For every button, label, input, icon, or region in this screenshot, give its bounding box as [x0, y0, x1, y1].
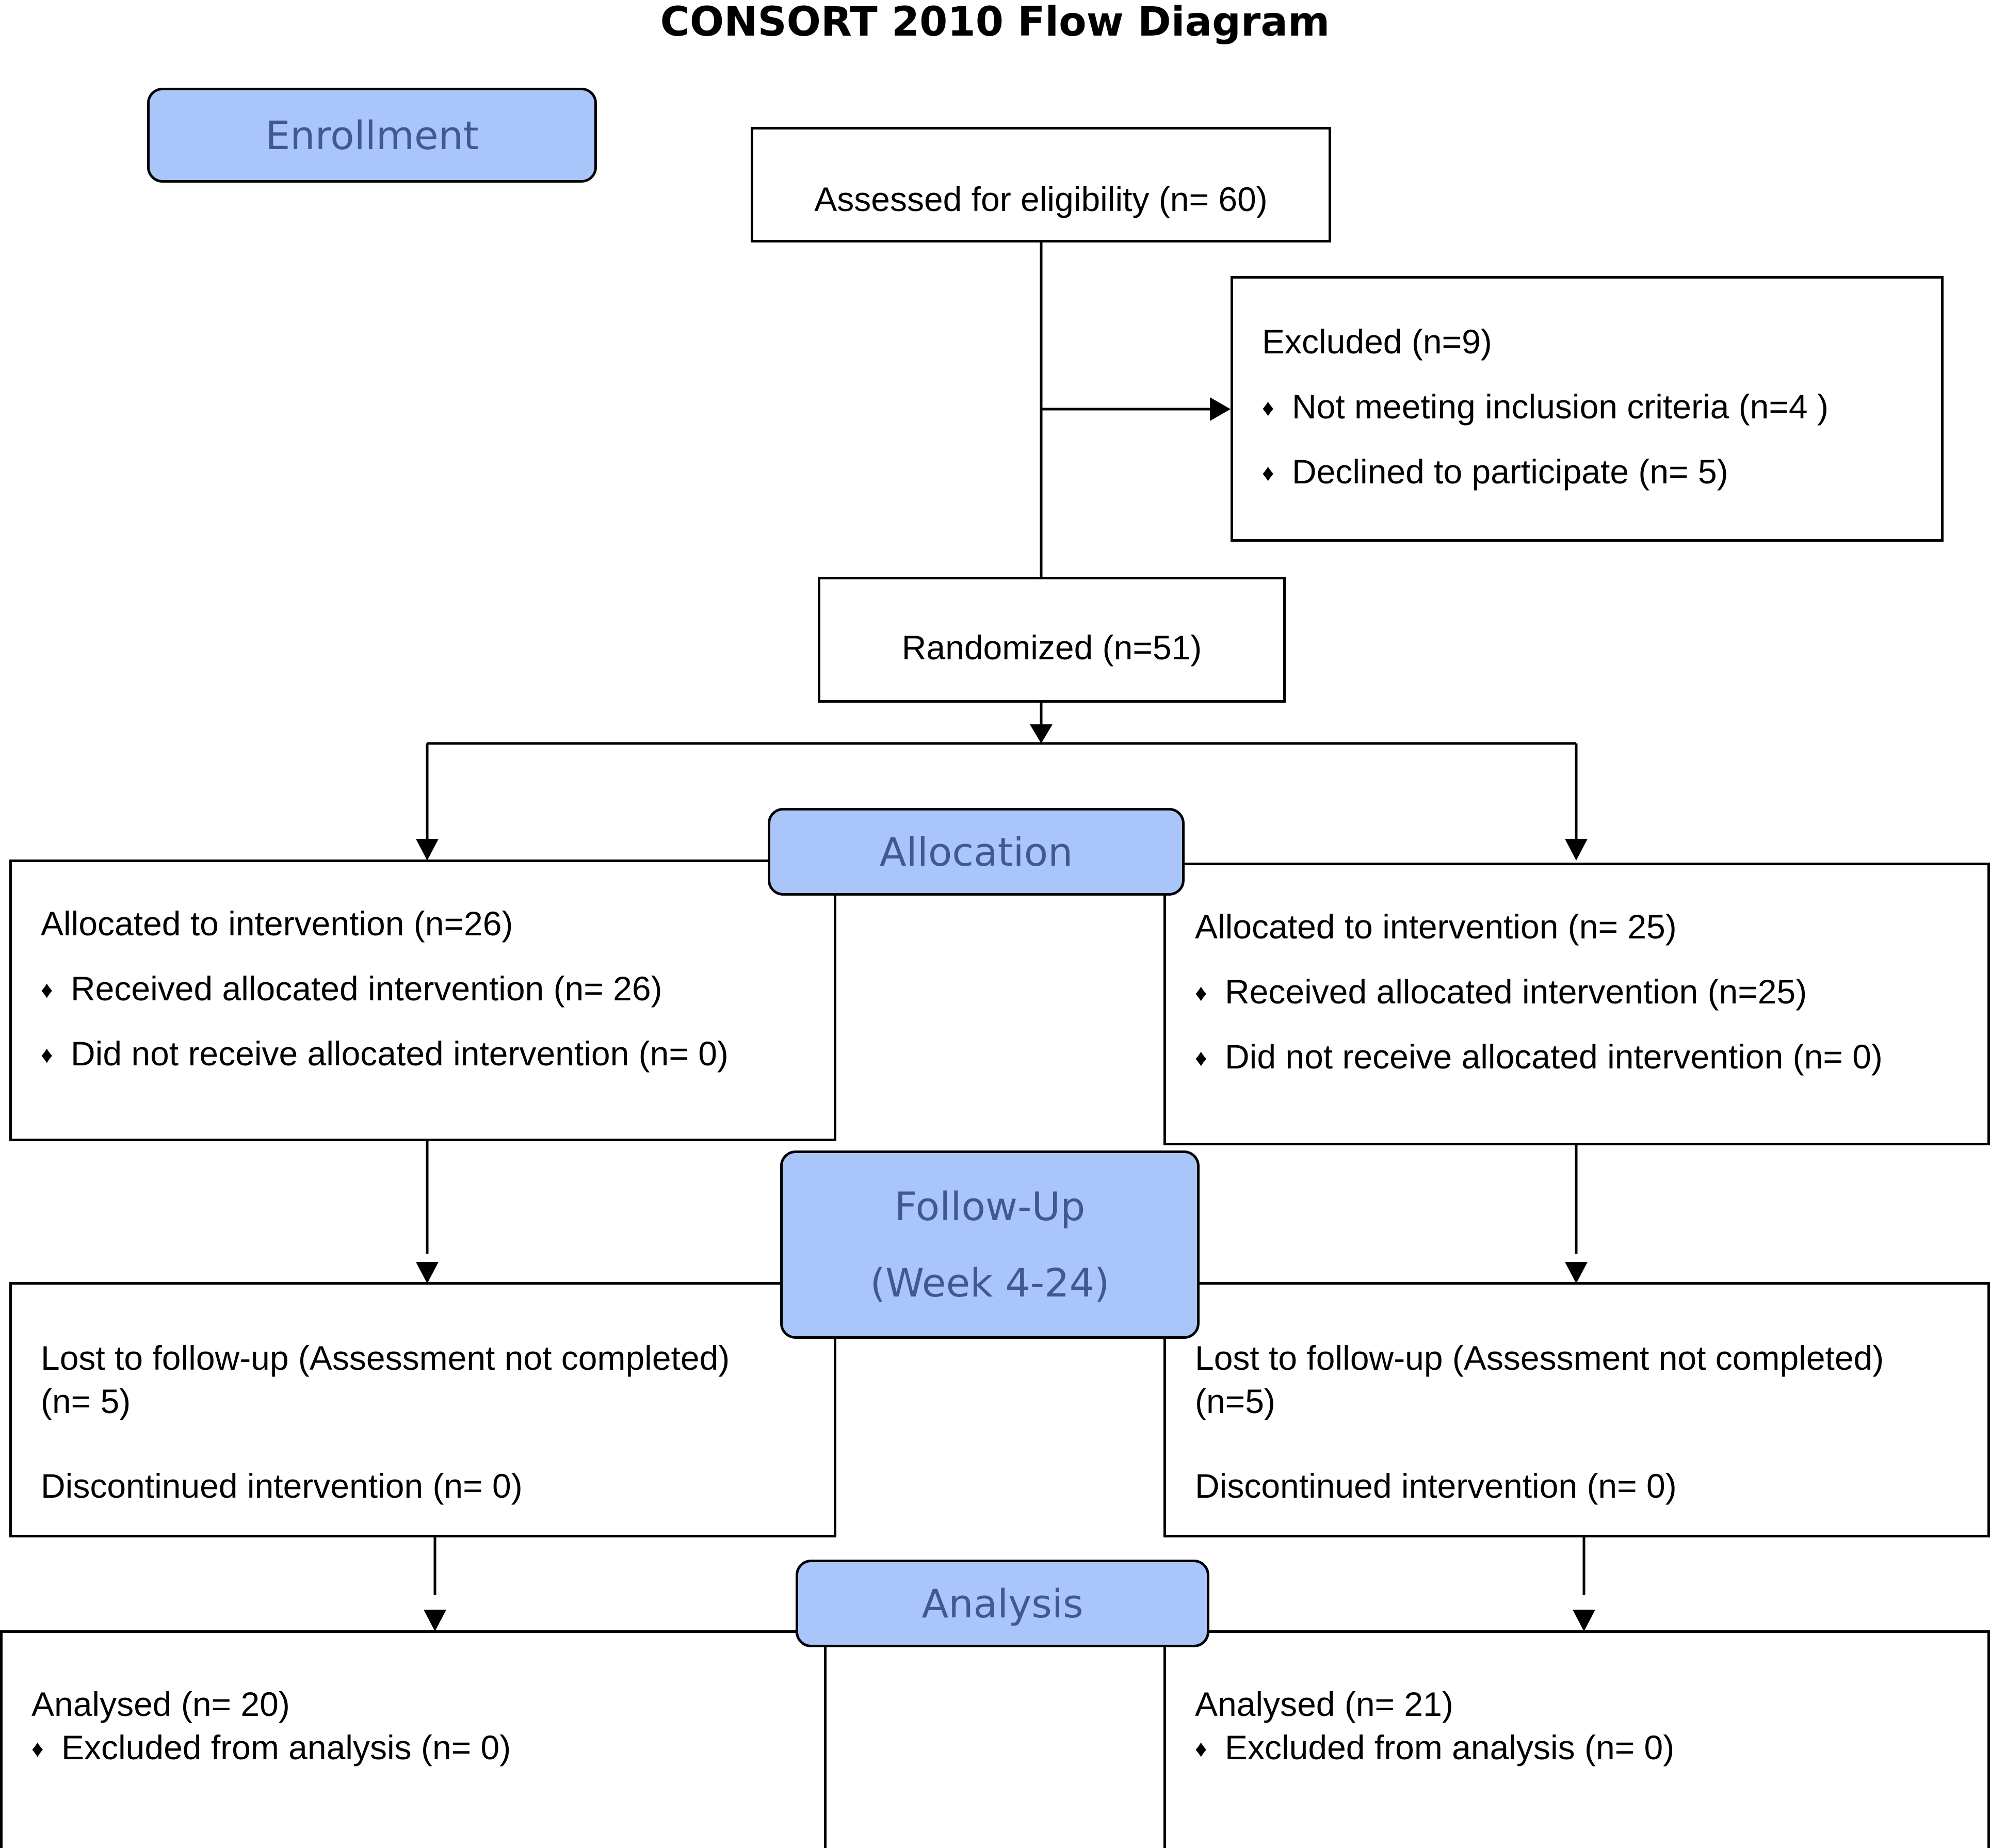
spacer: [1195, 1423, 1987, 1464]
stage-follow-up: Follow-Up (Week 4-24): [780, 1150, 1200, 1339]
excluded-heading: Excluded (n=9): [1262, 322, 1492, 361]
right-lost-line1: Lost to follow-up (Assessment not comple…: [1195, 1339, 1884, 1377]
left-analysis-item-text: Excluded from analysis (n= 0): [61, 1728, 511, 1766]
excluded-box: Excluded (n=9) ♦ Not meeting inclusion c…: [1231, 276, 1944, 542]
right-discontinued: Discontinued intervention (n= 0): [1195, 1467, 1677, 1505]
bullet-icon: ♦: [1195, 979, 1207, 1006]
bullet-icon: ♦: [1195, 1044, 1207, 1071]
left-allocation-item-text: Did not receive allocated intervention (…: [71, 1034, 729, 1073]
right-follow-up-box: Lost to follow-up (Assessment not comple…: [1163, 1282, 1990, 1537]
stage-allocation-label: Allocation: [879, 829, 1073, 875]
excluded-item: ♦ Declined to participate (n= 5): [1262, 439, 1941, 504]
bullet-icon: ♦: [41, 1041, 53, 1068]
bullet-icon: ♦: [1262, 459, 1274, 486]
assessed-text: Assessed for eligibility (n= 60): [814, 180, 1268, 218]
left-analysis-item: ♦ Excluded from analysis (n= 0): [31, 1726, 824, 1769]
right-analysis-box: Analysed (n= 21) ♦ Excluded from analysi…: [1163, 1630, 1990, 1848]
excluded-item-text: Not meeting inclusion criteria (n=4 ): [1292, 387, 1829, 426]
randomized-box: Randomized (n=51): [818, 577, 1286, 703]
stage-analysis-label: Analysis: [921, 1580, 1083, 1627]
spacer: [41, 1423, 834, 1464]
right-allocation-item: ♦ Did not receive allocated intervention…: [1195, 1024, 1987, 1089]
right-allocation-box: Allocated to intervention (n= 25) ♦ Rece…: [1163, 863, 1990, 1145]
stage-enrollment: Enrollment: [147, 88, 597, 183]
left-allocation-heading: Allocated to intervention (n=26): [41, 904, 513, 943]
arrow-to-excluded: [1210, 397, 1231, 421]
right-allocation-item-text: Did not receive allocated intervention (…: [1225, 1038, 1883, 1076]
randomized-text: Randomized (n=51): [901, 628, 1202, 667]
left-allocation-box: Allocated to intervention (n=26) ♦ Recei…: [9, 860, 836, 1141]
arrow-to-right-analysis: [1573, 1610, 1595, 1631]
left-allocation-item-text: Received allocated intervention (n= 26): [71, 969, 662, 1008]
stage-enrollment-label: Enrollment: [265, 112, 479, 158]
left-analysis-heading: Analysed (n= 20): [31, 1685, 290, 1723]
right-allocation-heading: Allocated to intervention (n= 25): [1195, 907, 1677, 946]
left-discontinued: Discontinued intervention (n= 0): [41, 1467, 523, 1505]
left-follow-up-box: Lost to follow-up (Assessment not comple…: [9, 1282, 836, 1537]
stage-follow-up-period: (Week 4-24): [870, 1260, 1110, 1306]
arrow-to-left-analysis: [424, 1610, 446, 1631]
stage-allocation: Allocation: [768, 808, 1185, 896]
right-allocation-item-text: Received allocated intervention (n=25): [1225, 972, 1807, 1011]
bullet-icon: ♦: [31, 1735, 44, 1762]
right-analysis-item-text: Excluded from analysis (n= 0): [1225, 1728, 1675, 1766]
right-analysis-heading: Analysed (n= 21): [1195, 1685, 1453, 1723]
left-analysis-box: Analysed (n= 20) ♦ Excluded from analysi…: [0, 1630, 827, 1848]
excluded-item: ♦ Not meeting inclusion criteria (n=4 ): [1262, 374, 1941, 439]
right-allocation-item: ♦ Received allocated intervention (n=25): [1195, 959, 1987, 1024]
arrow-to-split: [1030, 724, 1053, 743]
stage-follow-up-label: Follow-Up: [894, 1184, 1086, 1229]
arrow-to-left-allocation: [416, 839, 439, 861]
right-lost-line2: (n=5): [1195, 1382, 1275, 1420]
arrow-to-left-follow-up: [416, 1262, 439, 1284]
arrow-to-right-allocation: [1565, 839, 1588, 861]
diagram-title: CONSORT 2010 Flow Diagram: [660, 0, 1330, 45]
excluded-item-text: Declined to participate (n= 5): [1292, 452, 1728, 491]
arrow-to-right-follow-up: [1565, 1262, 1588, 1284]
left-lost-line2: (n= 5): [41, 1382, 131, 1420]
bullet-icon: ♦: [1195, 1735, 1207, 1762]
assessed-box: Assessed for eligibility (n= 60): [751, 127, 1331, 242]
bullet-icon: ♦: [41, 976, 53, 1003]
right-analysis-item: ♦ Excluded from analysis (n= 0): [1195, 1726, 1987, 1769]
bullet-icon: ♦: [1262, 394, 1274, 421]
stage-analysis: Analysis: [796, 1560, 1209, 1647]
left-allocation-item: ♦ Did not receive allocated intervention…: [41, 1021, 834, 1086]
left-allocation-item: ♦ Received allocated intervention (n= 26…: [41, 956, 834, 1021]
left-lost-line1: Lost to follow-up (Assessment not comple…: [41, 1339, 730, 1377]
